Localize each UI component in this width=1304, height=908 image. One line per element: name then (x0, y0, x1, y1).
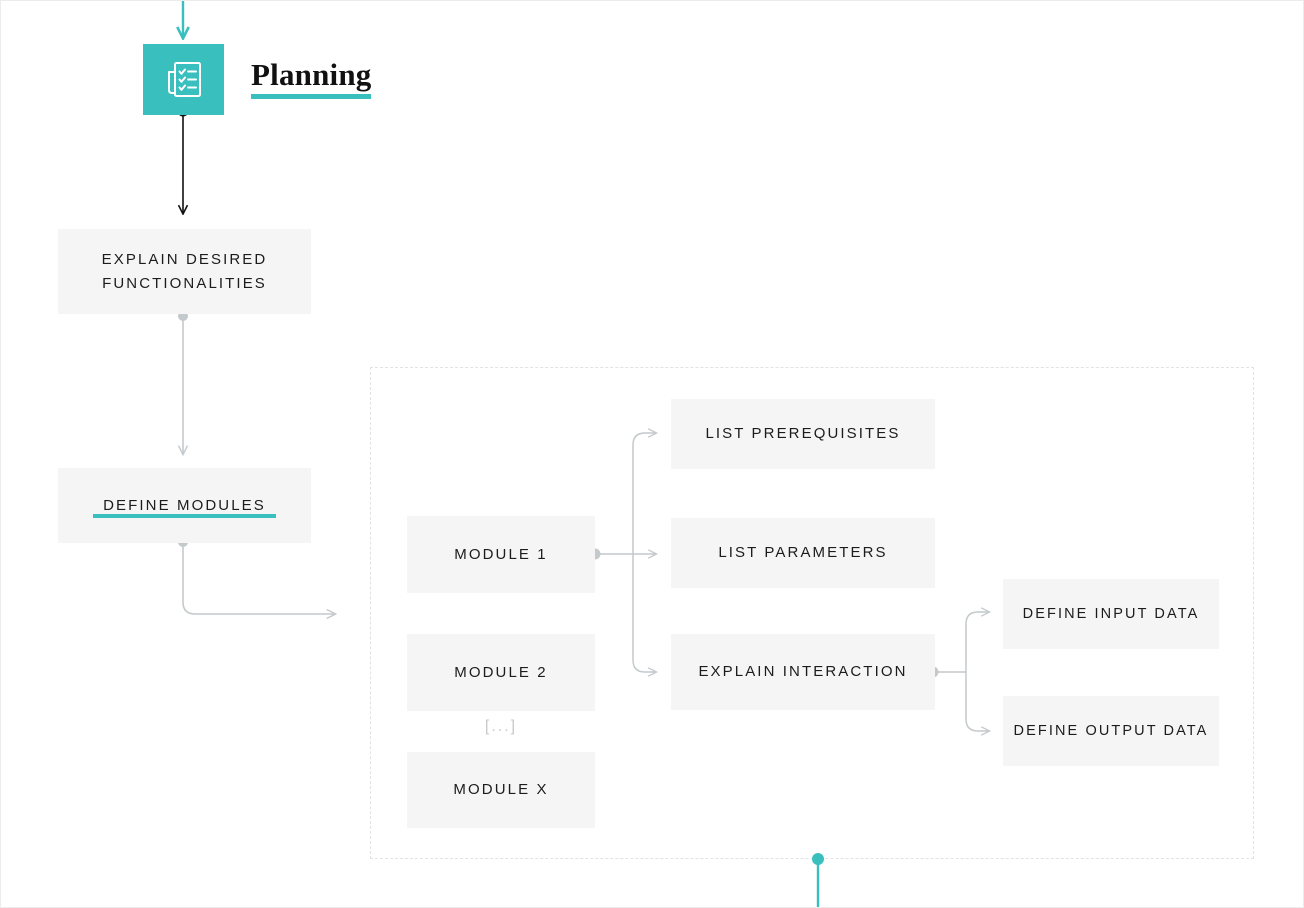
clipboard-checklist-icon (167, 61, 201, 97)
node-label: MODULE 1 (454, 545, 548, 563)
connector-functionalities-to-modules (177, 311, 189, 457)
node-explain-interaction[interactable]: EXPLAIN INTERACTION (671, 634, 935, 710)
connector-bottom-outbound (812, 853, 824, 907)
node-label: DEFINE INPUT DATA (1022, 606, 1200, 622)
node-module-2[interactable]: MODULE 2 (407, 634, 595, 711)
planning-icon-tile (143, 44, 224, 115)
node-label: LIST PREREQUISITES (705, 425, 901, 442)
node-label: EXPLAIN INTERACTION (698, 663, 908, 680)
node-label: EXPLAIN DESIRED FUNCTIONALITIES (101, 250, 268, 292)
page-title-text: Planning (251, 58, 372, 99)
node-explain-desired-functionalities[interactable]: EXPLAIN DESIRED FUNCTIONALITIES (58, 229, 311, 314)
connector-modules-to-group (178, 537, 338, 620)
node-define-modules[interactable]: DEFINE MODULES (58, 468, 311, 543)
node-define-input-data[interactable]: DEFINE INPUT DATA (1003, 579, 1219, 649)
node-label: DEFINE MODULES (93, 494, 276, 518)
node-module-x[interactable]: MODULE X (407, 752, 595, 828)
connector-planning-to-functionalities (177, 105, 189, 214)
node-label: LIST PARAMETERS (718, 544, 888, 561)
node-label: MODULE 2 (454, 663, 548, 681)
node-label: DEFINE OUTPUT DATA (1013, 723, 1209, 739)
page-title: Planning (251, 58, 372, 99)
node-list-parameters[interactable]: LIST PARAMETERS (671, 518, 935, 588)
node-define-output-data[interactable]: DEFINE OUTPUT DATA (1003, 696, 1219, 766)
node-list-prerequisites[interactable]: LIST PREREQUISITES (671, 399, 935, 469)
node-module-1[interactable]: MODULE 1 (407, 516, 595, 593)
modules-ellipsis: [...] (484, 718, 518, 735)
node-label: MODULE X (453, 781, 549, 798)
